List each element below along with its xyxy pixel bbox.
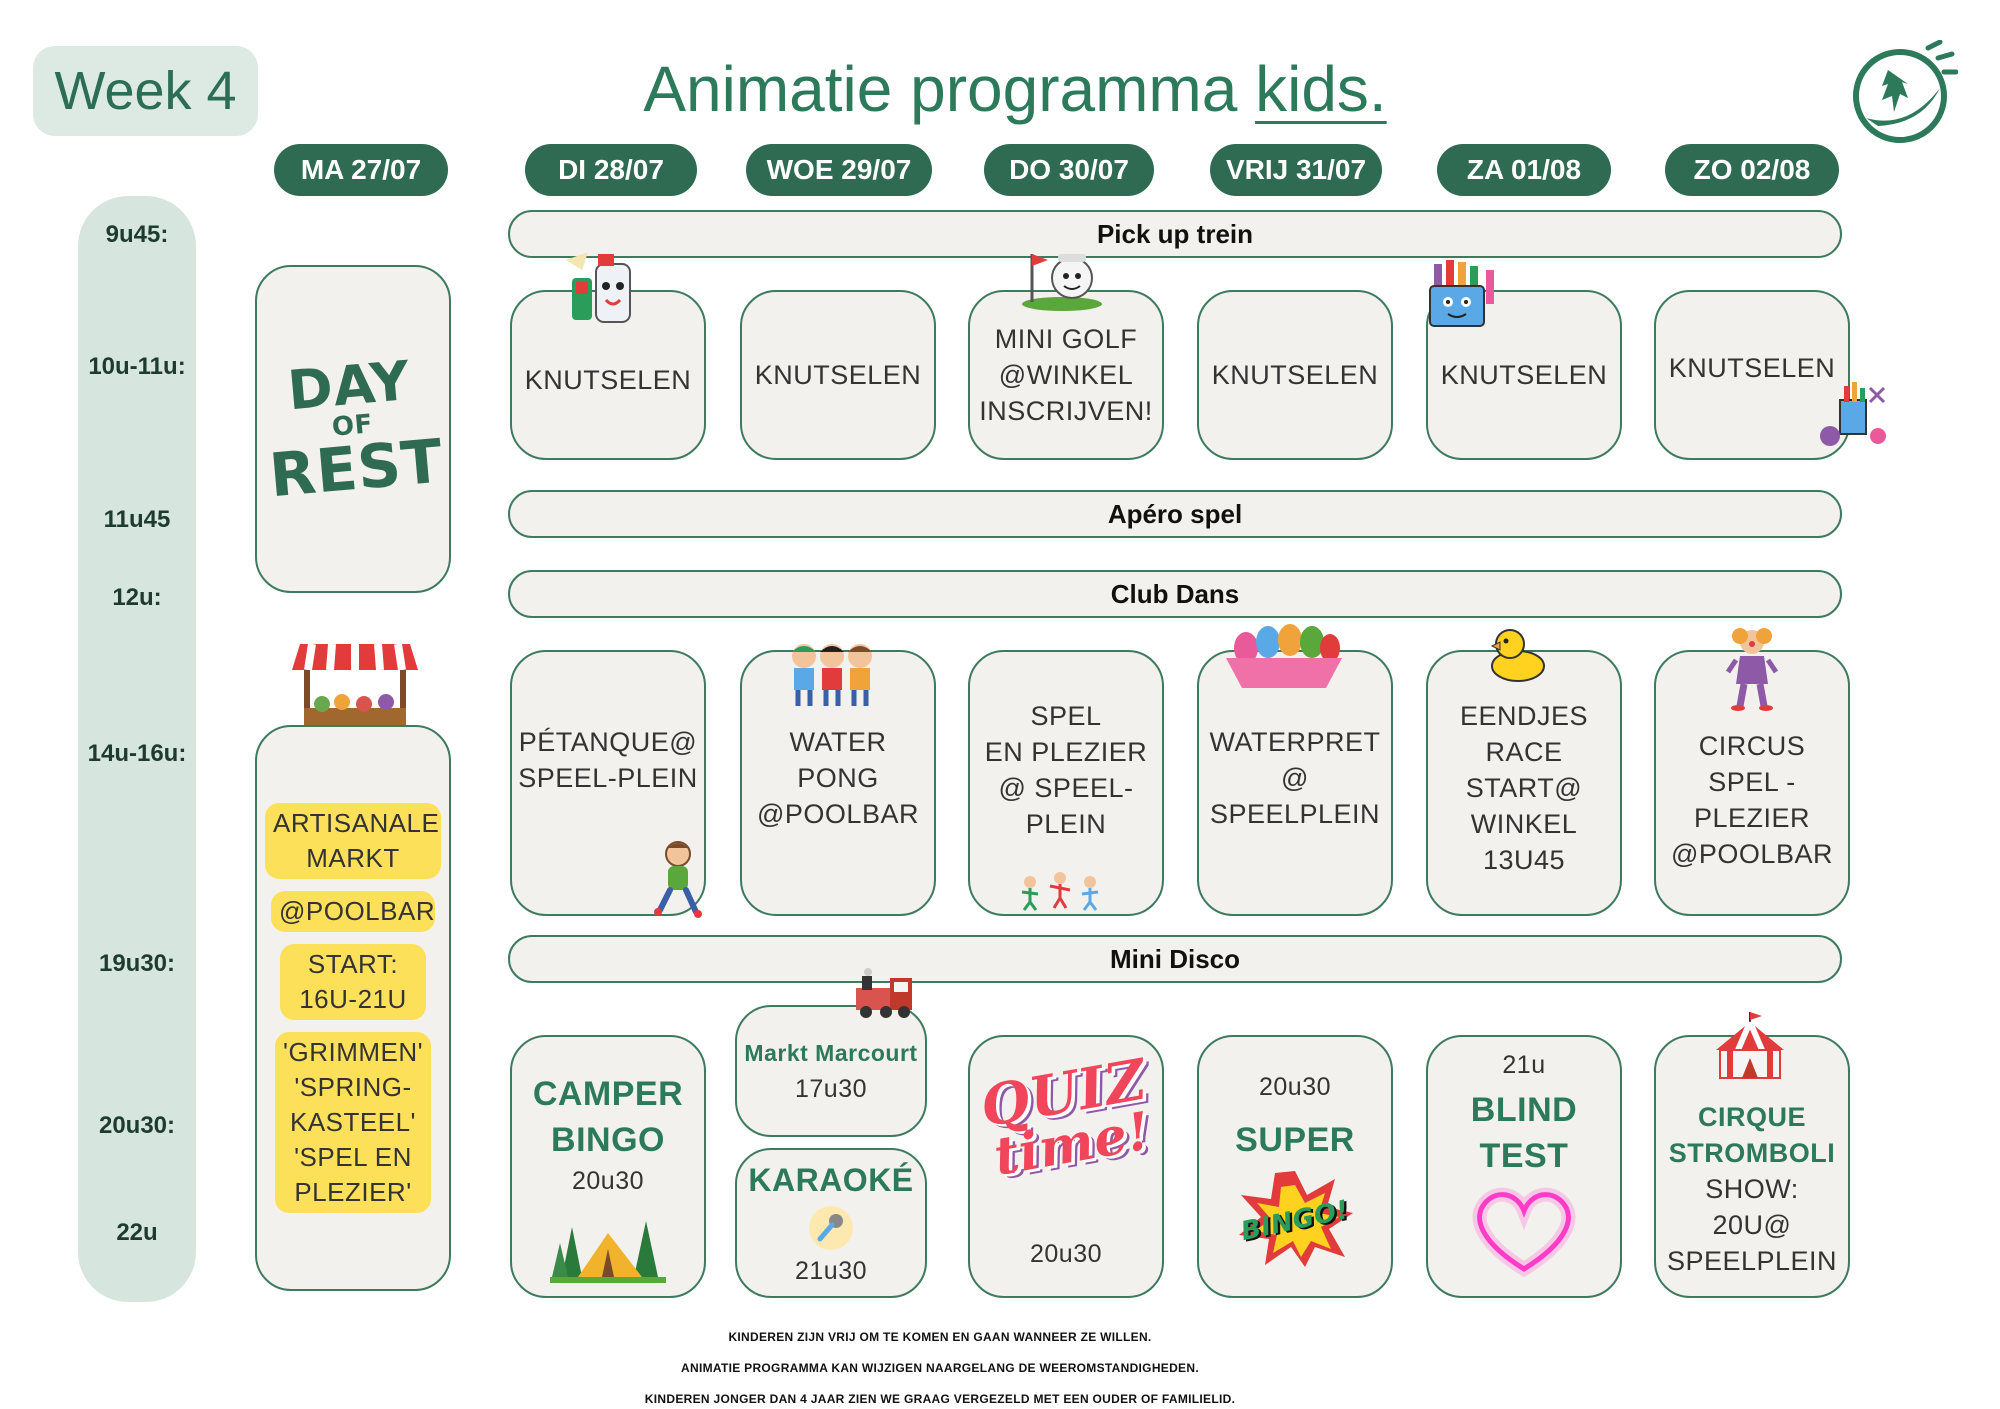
circus-tent-icon: [1716, 1012, 1784, 1079]
card-evening-di: CAMPER BINGO 20u30: [510, 1035, 706, 1298]
title-underlined: kids.: [1255, 53, 1387, 125]
day-header-zo: ZO 02/08: [1665, 144, 1839, 196]
day-header-za: ZA 01/08: [1437, 144, 1611, 196]
playing-kids-icon: [1021, 872, 1099, 911]
train-icon: [856, 968, 912, 1018]
card-evening-do: QUIZ time! 20u30: [968, 1035, 1164, 1298]
day-header-do: DO 30/07: [984, 144, 1154, 196]
time-label: 9u45:: [105, 221, 169, 248]
card-evening-vrij: 20u30 SUPER BINGO!: [1197, 1035, 1393, 1298]
band-mini-disco: Mini Disco: [508, 935, 1842, 983]
time-label: 12u:: [112, 584, 162, 611]
card-evening-woe-markt: Markt Marcourt 17u30: [735, 1005, 927, 1137]
card-day-of-rest: DAY OF REST: [255, 265, 451, 593]
running-kid-icon: [654, 841, 702, 918]
card-evening-woe-karaoke: KARAOKÉ 21u30: [735, 1148, 927, 1298]
card-morning-zo: KNUTSELEN: [1654, 290, 1850, 460]
card-afternoon-za: EENDJES RACE START@ WINKEL 13U45: [1426, 650, 1622, 916]
week-badge: Week 4: [33, 46, 258, 136]
microphone-icon: [809, 1206, 853, 1250]
craft-supplies-icon: [1820, 382, 1886, 446]
card-morning-do: MINI GOLF @WINKEL INSCRIJVEN!: [968, 290, 1164, 460]
rubber-duck-icon: [1490, 629, 1545, 682]
band-pickup: Pick up trein: [508, 210, 1842, 258]
camping-tent-icon: [550, 1221, 666, 1283]
band-apero: Apéro spel: [508, 490, 1842, 538]
band-club-dans: Club Dans: [508, 570, 1842, 618]
glue-bottle-icon: [566, 252, 631, 323]
quiz-time-logo: QUIZ time!: [975, 1046, 1156, 1188]
pencil-box-icon: [1429, 260, 1494, 327]
card-morning-vrij: KNUTSELEN: [1197, 290, 1393, 460]
day-header-vrij: VRIJ 31/07: [1210, 144, 1382, 196]
card-afternoon-do: SPEL EN PLEZIER @ SPEEL- PLEIN: [968, 650, 1164, 916]
page-title: Animatie programma kids.: [643, 53, 1387, 125]
bingo-burst-icon: BINGO!: [1235, 1169, 1355, 1269]
time-column: [78, 196, 196, 1302]
water-balloons-icon: [1226, 624, 1342, 688]
day-header-woe: WOE 29/07: [746, 144, 932, 196]
time-label: 14u-16u:: [87, 740, 187, 767]
footer-note: KINDEREN ZIJN VRIJ OM TE KOMEN EN GAAN W…: [728, 1330, 1152, 1344]
time-label: 19u30:: [98, 950, 176, 977]
card-evening-za: 21u BLIND TEST: [1426, 1035, 1622, 1298]
card-afternoon-zo: CIRCUS SPEL - PLEZIER @POOLBAR: [1654, 650, 1850, 916]
footer-note: ANIMATIE PROGRAMMA KAN WIJZIGEN NAARGELA…: [681, 1361, 1199, 1375]
time-label: 22u: [116, 1219, 158, 1246]
card-morning-di: KNUTSELEN: [510, 290, 706, 460]
day-header-ma: MA 27/07: [274, 144, 448, 196]
time-label: 10u-11u:: [88, 353, 186, 380]
footer-note: KINDEREN JONGER DAN 4 JAAR ZIEN WE GRAAG…: [644, 1392, 1236, 1406]
clown-icon: [1726, 628, 1778, 711]
kids-group-icon: [792, 644, 872, 706]
card-morning-woe: KNUTSELEN: [740, 290, 936, 460]
time-label: 11u45: [103, 506, 171, 533]
leaf-logo-icon: [1853, 40, 1958, 143]
day-header-di: DI 28/07: [525, 144, 697, 196]
time-label: 20u30:: [98, 1112, 176, 1139]
neon-heart-icon: [1472, 1187, 1576, 1277]
golf-ball-icon: [1022, 254, 1102, 311]
